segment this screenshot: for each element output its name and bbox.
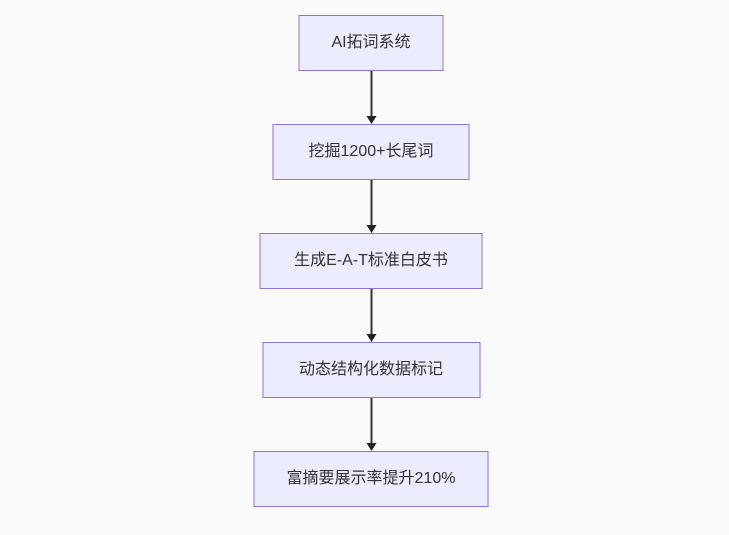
flow-arrow-3: [366, 289, 376, 342]
arrow-head-icon: [366, 334, 376, 342]
arrow-line: [370, 71, 372, 117]
flow-arrow-2: [366, 180, 376, 233]
arrow-head-icon: [366, 225, 376, 233]
flow-node-label: 富摘要展示率提升210%: [286, 470, 456, 487]
flow-node-longtail-keywords: 挖掘1200+长尾词: [272, 124, 470, 180]
arrow-line: [370, 398, 372, 444]
arrow-head-icon: [366, 116, 376, 124]
arrow-line: [370, 289, 372, 335]
flow-node-ai-word-expansion-system: AI拓词系统: [298, 15, 444, 71]
arrow-head-icon: [366, 443, 376, 451]
flow-node-eat-whitepaper: 生成E-A-T标准白皮书: [259, 233, 483, 289]
flow-node-label: 挖掘1200+长尾词: [308, 143, 434, 160]
flow-node-label: AI拓词系统: [331, 34, 411, 51]
flowchart: AI拓词系统 挖掘1200+长尾词 生成E-A-T标准白皮书 动态结构化数据标记: [253, 15, 489, 507]
flow-node-rich-snippet-rate: 富摘要展示率提升210%: [253, 451, 489, 507]
flow-arrow-1: [366, 71, 376, 124]
arrow-line: [370, 180, 372, 226]
flow-node-label: 动态结构化数据标记: [298, 361, 443, 378]
flow-node-label: 生成E-A-T标准白皮书: [294, 252, 448, 269]
flow-node-structured-data-markup: 动态结构化数据标记: [262, 342, 480, 398]
flow-arrow-4: [366, 398, 376, 451]
